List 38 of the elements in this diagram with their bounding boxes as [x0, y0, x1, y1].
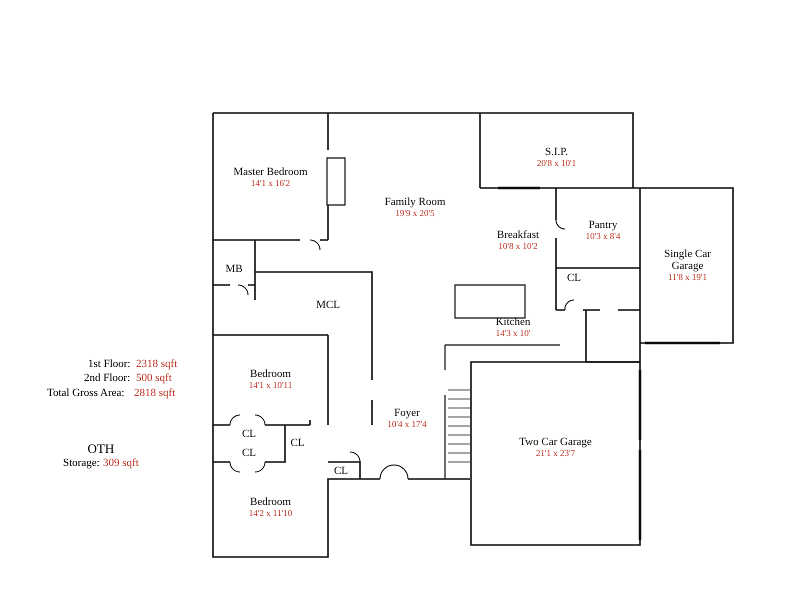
section-heading: OTH: [88, 442, 114, 455]
area-label: 2nd Floor:: [84, 372, 130, 385]
room-name: Bedroom: [250, 496, 291, 508]
area-label: 1st Floor:: [88, 358, 130, 371]
room-name: Bedroom: [250, 368, 291, 380]
room-dimensions: 10'3 x 8'4: [586, 230, 620, 242]
room-name: Single Car Garage: [663, 248, 712, 272]
room-dimensions: 20'8 x 10'1: [536, 158, 576, 169]
room-dimensions: 10'4 x 17'4: [387, 418, 427, 430]
room-name: CL: [242, 446, 256, 458]
room-dimensions: 10'8 x 10'2: [498, 240, 538, 252]
room-dimensions: 21'1 x 23'7: [536, 448, 576, 459]
room-name: CL: [242, 428, 256, 440]
room-name: Family Room: [384, 196, 446, 208]
room-dimensions: 14'1 x 16'2: [250, 178, 290, 189]
room-name: Pantry: [588, 218, 618, 230]
area-value: 500 sqft: [136, 372, 172, 385]
room-name: Breakfast: [496, 228, 540, 240]
room-dimensions: 11'8 x 19'1: [668, 272, 707, 282]
room-name: CL: [290, 437, 305, 449]
room-name: CL: [334, 464, 348, 476]
room-name: MB: [225, 263, 243, 275]
room-dimensions: 14'3 x 10': [496, 328, 530, 338]
room-dimensions: 14'2 x 11'10: [248, 508, 292, 519]
area-value: 309 sqft: [103, 457, 139, 470]
room-name: Master Bedroom: [233, 166, 308, 178]
room-name: CL: [566, 272, 582, 284]
area-value: 2818 sqft: [134, 387, 176, 400]
area-value: 2318 sqft: [136, 358, 178, 371]
room-name: S.I.P.: [545, 146, 568, 158]
room-dimensions: 19'9 x 20'5: [395, 208, 435, 219]
room-name: MCL: [316, 299, 340, 311]
area-label: Storage:: [63, 457, 100, 470]
room-name: Two Car Garage: [519, 436, 592, 448]
room-dimensions: 14'1 x 10'11: [248, 380, 292, 390]
area-label: Total Gross Area:: [47, 387, 124, 400]
room-name: Kitchen: [496, 316, 530, 328]
room-name: Foyer: [394, 406, 420, 418]
